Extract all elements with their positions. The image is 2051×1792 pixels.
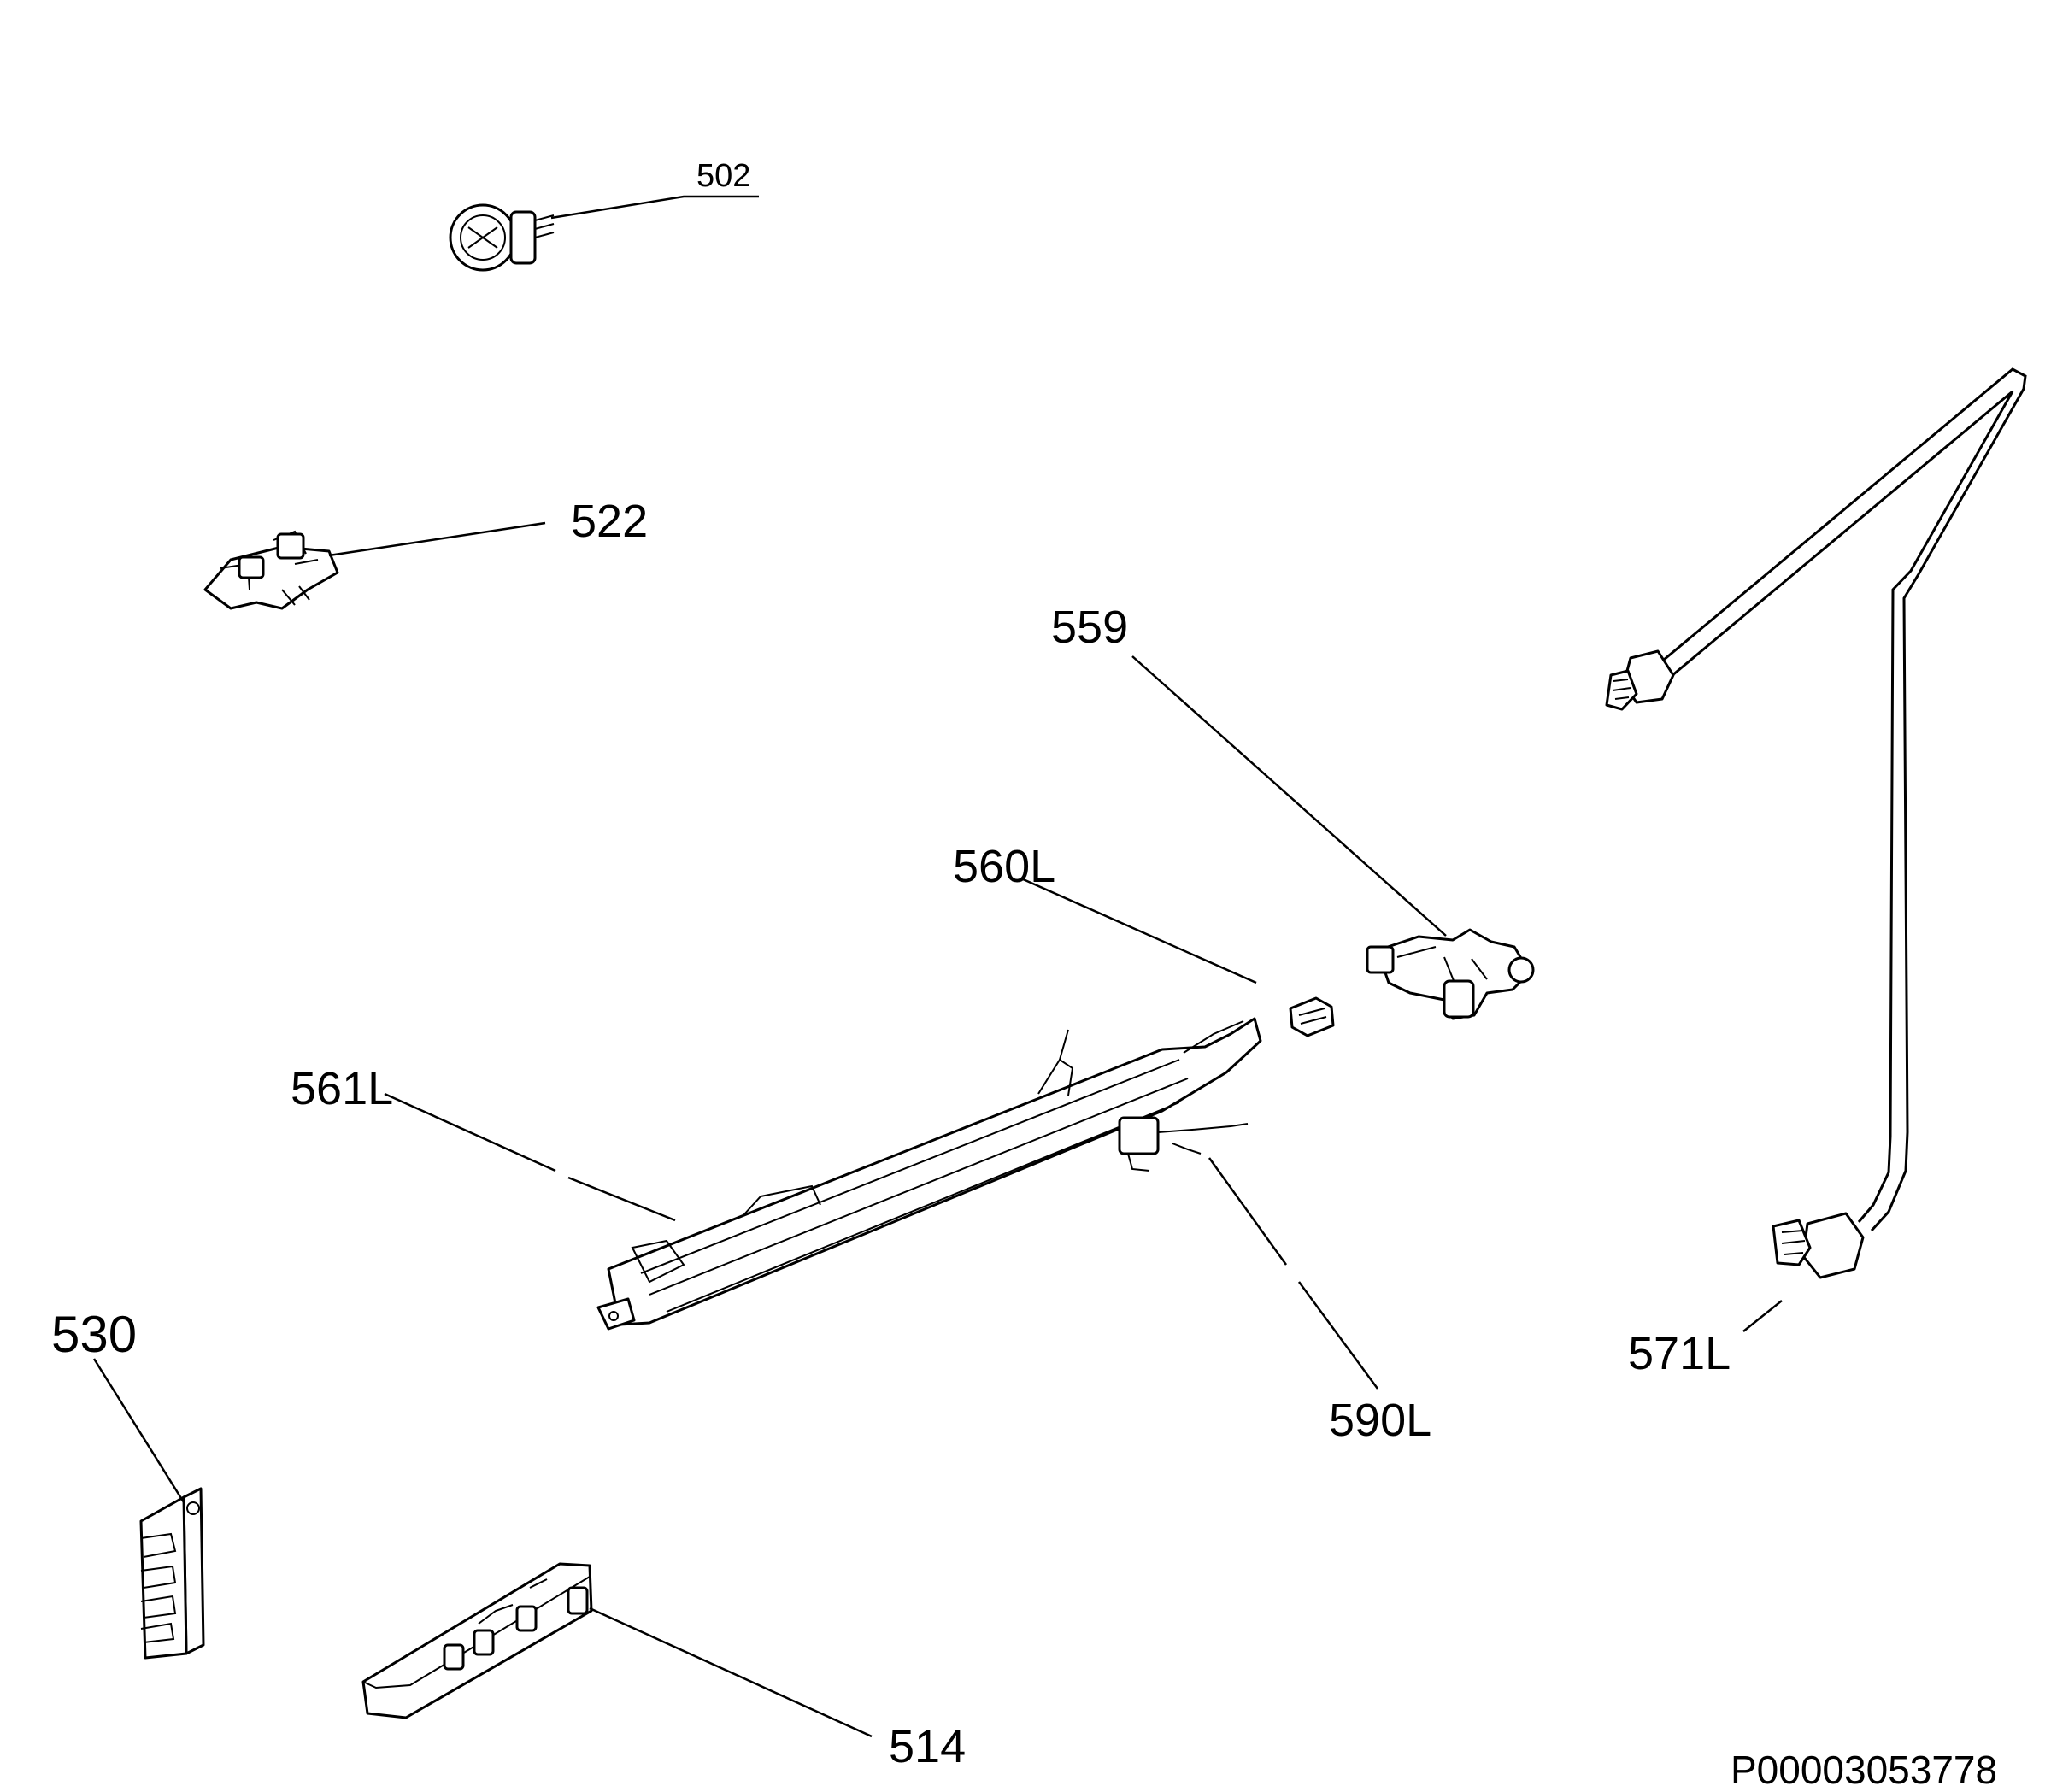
leader-560l xyxy=(1020,877,1257,984)
label-502: 502 xyxy=(696,158,750,194)
label-571l: 571L xyxy=(1628,1328,1731,1379)
diagram-reference-number: P00003053778 xyxy=(1731,1748,1997,1792)
label-514: 514 xyxy=(889,1721,966,1772)
leader-530 xyxy=(92,1358,185,1503)
label-560l: 560L xyxy=(953,841,1055,892)
part-559-illustration xyxy=(1366,928,1535,1020)
label-561l: 561L xyxy=(291,1063,393,1114)
part-514-illustration xyxy=(361,1562,593,1719)
part-502-illustration xyxy=(449,203,555,272)
leader-590l xyxy=(1208,1157,1379,1390)
leader-561l-a xyxy=(384,1092,556,1172)
label-522: 522 xyxy=(571,496,648,547)
leader-522 xyxy=(328,521,546,557)
part-561l-illustration xyxy=(596,1017,1262,1331)
part-571l-illustration xyxy=(1605,367,2027,1279)
leader-502 xyxy=(550,195,759,220)
leader-514 xyxy=(589,1607,873,1738)
part-522-illustration xyxy=(203,530,339,610)
leader-559 xyxy=(1131,655,1447,937)
leader-571l xyxy=(1742,1300,1783,1332)
label-530: 530 xyxy=(51,1306,137,1363)
part-560l-illustration xyxy=(1289,996,1335,1037)
label-559: 559 xyxy=(1051,602,1128,653)
leader-561l-b xyxy=(567,1176,676,1222)
part-590l-illustration xyxy=(1118,1116,1249,1172)
part-530-illustration xyxy=(139,1487,205,1660)
label-590l: 590L xyxy=(1329,1395,1431,1446)
